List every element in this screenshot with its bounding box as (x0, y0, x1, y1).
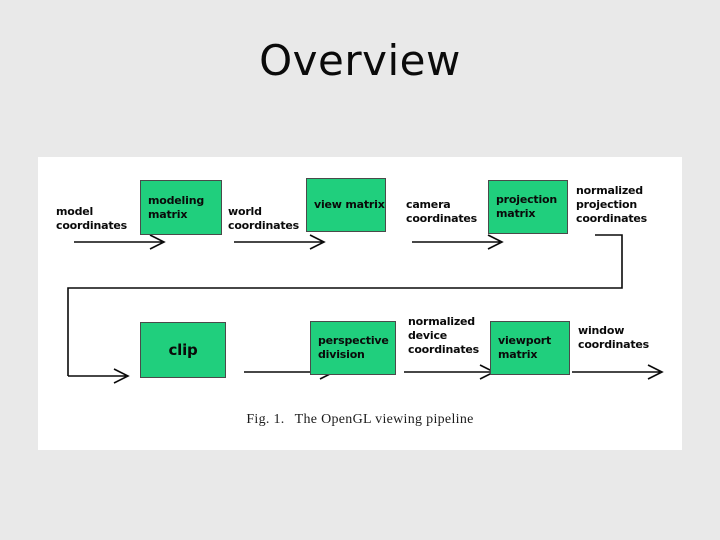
arrow-model-to-modeling (74, 234, 166, 250)
box-modeling-matrix[interactable]: modeling matrix (140, 180, 222, 235)
wrap-around-connector (67, 234, 623, 376)
arrow-viewport-to-window (572, 364, 664, 380)
figure-caption: Fig. 1. The OpenGL viewing pipeline (38, 412, 682, 428)
box-clip-label: clip (168, 340, 198, 359)
box-view-matrix[interactable]: view matrix (306, 178, 386, 232)
label-world-coordinates: world coordinates (228, 205, 300, 233)
box-projection-matrix-label: projection matrix (496, 193, 558, 220)
label-normalized-projection-coordinates: normalized projection coordinates (576, 184, 648, 226)
label-window-coordinates: window coordinates (578, 324, 650, 352)
label-model-coordinates: model coordinates (56, 205, 128, 233)
figure-caption-text: The OpenGL viewing pipeline (294, 412, 474, 427)
page-title: Overview (259, 36, 461, 85)
figure-caption-number: Fig. 1. (246, 412, 285, 427)
arrow-wrap-to-clip (68, 368, 130, 384)
box-perspective-division[interactable]: perspective division (310, 321, 396, 375)
box-clip[interactable]: clip (140, 322, 226, 378)
box-perspective-division-label: perspective division (318, 334, 389, 361)
box-view-matrix-label: view matrix (314, 198, 385, 212)
arrow-modeling-to-view (234, 234, 326, 250)
label-normalized-device-coordinates: normalized device coordinates (408, 315, 480, 357)
box-viewport-matrix-label: viewport matrix (498, 334, 552, 361)
arrow-perspective-to-viewport (404, 364, 496, 380)
label-camera-coordinates: camera coordinates (406, 198, 478, 226)
box-projection-matrix[interactable]: projection matrix (488, 180, 568, 234)
arrow-view-to-projection (412, 234, 504, 250)
box-modeling-matrix-label: modeling matrix (148, 193, 204, 221)
figure-panel: model coordinates modeling matrix world … (38, 157, 682, 450)
box-viewport-matrix[interactable]: viewport matrix (490, 321, 570, 375)
